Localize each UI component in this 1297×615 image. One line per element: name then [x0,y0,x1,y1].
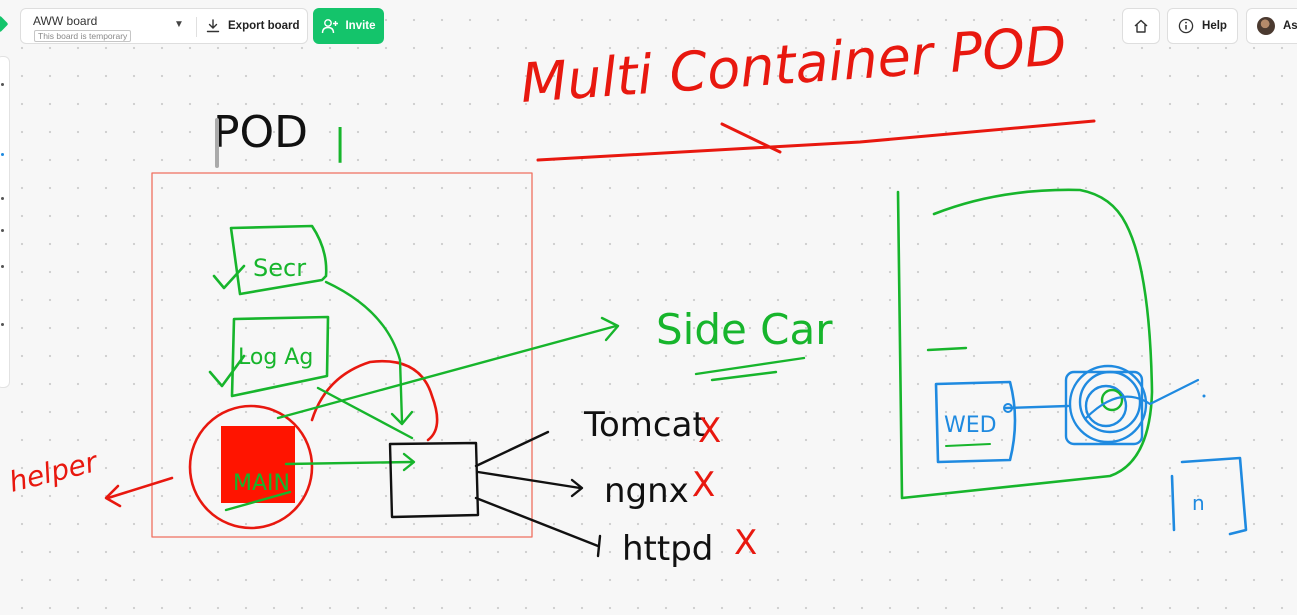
export-board-button[interactable]: Export board [206,9,300,43]
node-box [1170,456,1248,536]
help-button[interactable]: Help [1167,8,1238,44]
download-icon [206,19,220,33]
rail-dot [1,153,4,156]
help-label: Help [1202,20,1227,32]
main-connector-head [402,452,416,472]
home-button[interactable] [1122,8,1160,44]
invite-label: Invite [345,20,376,32]
node-label: n [1192,491,1205,515]
chevron-down-icon[interactable]: ▼ [174,19,184,30]
board-name[interactable]: AWW board [33,14,98,28]
httpd-cross: X [734,523,757,563]
avatar [1257,17,1275,35]
right-pod-outline [896,188,1154,500]
web-label: WED [944,413,997,438]
secret-connector-head [390,410,414,426]
sidecar-underline-1 [694,356,806,376]
logging-connector [316,386,414,440]
sidecar-label: Side Car [656,305,833,354]
top-toolbar: AWW board This board is temporary ▼ Expo… [0,0,1297,52]
main-circle [188,404,314,530]
nginx-label: ngnx [604,471,689,511]
info-icon [1178,18,1194,34]
rail-dot [1,83,4,86]
link-nginx [476,470,582,490]
service-box [388,441,480,519]
pod-green-mark: | [334,122,346,163]
main-underline [224,490,292,512]
link-tomcat [474,430,550,468]
red-loop [310,359,439,442]
rail-dot [1,229,4,232]
left-toolbar[interactable] [0,56,10,388]
secret-check [212,264,246,290]
secret-connector [324,280,404,424]
add-user-icon [322,19,339,34]
link-nginx-head [570,478,584,498]
right-pod-dash [926,346,968,352]
sidecar-node-ring-3 [1084,384,1128,428]
helper-label: helper [6,445,102,499]
secret-label: Secr [253,254,306,282]
web-connector [1004,404,1070,410]
httpd-label: httpd [622,529,713,569]
sidecar-node-core [1100,388,1124,412]
export-board-label: Export board [228,20,300,32]
home-icon [1134,19,1148,33]
helper-arrow [106,476,174,500]
sidecar-node-ring-2 [1078,370,1142,434]
link-httpd [474,496,600,548]
main-connector [284,460,414,466]
sidecar-node-ring-1 [1068,364,1148,444]
rail-dot [1,197,4,200]
user-menu-button[interactable]: Ash [1246,8,1297,44]
web-connector-node [1003,403,1013,413]
board-selector[interactable]: AWW board This board is temporary ▼ Expo… [20,8,308,44]
temporary-badge: This board is temporary [34,30,132,42]
title-tick [720,122,782,154]
rail-dot [1,265,4,268]
logging-check [208,354,246,388]
rail-dot [1,323,4,326]
sidecar-node-tail [1084,378,1200,420]
link-httpd-bar [596,534,602,558]
sidecar-pointer [276,324,618,420]
main-container-box [221,426,295,503]
pod-label: POD [213,107,308,158]
web-underline [945,443,991,447]
title-underline [536,119,1096,162]
tomcat-cross: X [698,411,721,451]
sidecar-underline-2 [710,370,778,382]
pod-boundary [151,172,533,538]
app-logo[interactable] [0,15,9,33]
logging-label: Log Ag [238,345,313,370]
secret-box [229,224,328,296]
helper-arrowhead [104,484,122,508]
ink-dot [1202,394,1206,398]
invite-button[interactable]: Invite [313,8,384,44]
tomcat-label: Tomcat [583,405,706,445]
web-box [934,380,1017,464]
user-name: Ash [1283,20,1297,32]
main-label: MAIN [233,471,290,496]
nginx-cross: X [692,465,715,505]
sidecar-pointer-head [600,316,620,342]
divider [196,17,197,37]
